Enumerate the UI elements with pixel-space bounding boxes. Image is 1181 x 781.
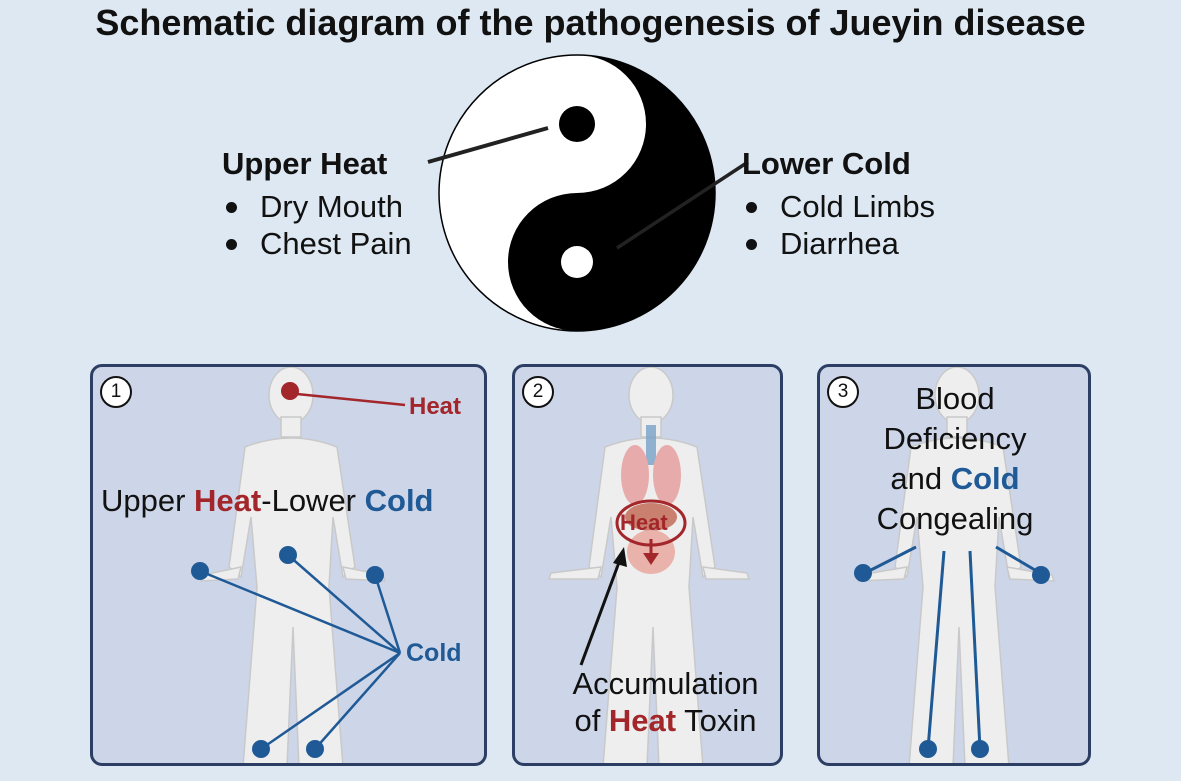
panel-blood-deficiency: 3 Blood Deficiency and Cold Congealing [817,364,1091,766]
upper-heat-pointer [427,126,549,164]
cold-dot [919,740,937,758]
upper-heat-block: Upper Heat Dry Mouth Chest Pain [222,146,412,262]
cold-dot [279,546,297,564]
body-figure [854,367,1056,763]
cold-dot [1032,566,1050,584]
diagram-title: Schematic diagram of the pathogenesis of… [95,2,1086,43]
yin-yang-icon [427,54,749,332]
heat-dot [281,382,299,400]
symptom-item: Cold Limbs [742,188,935,225]
cold-dot [306,740,324,758]
step-number: 1 [100,376,132,408]
cold-dot [252,740,270,758]
lower-cold-heading: Lower Cold [742,146,911,181]
cold-dot [854,564,872,582]
cold-dot [366,566,384,584]
panel-upper-heat-lower-cold: 1 Heat Cold Upper Heat-Lower Cold [90,364,487,766]
step-number: 2 [522,376,554,408]
heat-label: Heat [620,510,668,535]
symptom-item: Diarrhea [742,225,935,262]
panel-caption: Accumulation of Heat Toxin [572,666,759,738]
organs [621,425,681,574]
symptom-item: Chest Pain [222,225,412,262]
cold-dot [191,562,209,580]
cold-dot [971,740,989,758]
lower-cold-block: Lower Cold Cold Limbs Diarrhea [742,146,935,262]
upper-heat-heading: Upper Heat [222,146,388,181]
lower-cold-pointer [616,160,749,250]
panel-heat-toxin: 2 Heat Accumulation of Heat Toxin [512,364,783,766]
panel-caption: Upper Heat-Lower Cold [101,483,434,518]
step-number: 3 [827,376,859,408]
panel-caption: Blood Deficiency and Cold Congealing [876,381,1034,536]
cold-label: Cold [406,639,462,667]
body-figure [191,367,406,763]
heat-label: Heat [409,393,462,420]
body-figure [547,367,751,763]
symptom-item: Dry Mouth [222,188,412,225]
